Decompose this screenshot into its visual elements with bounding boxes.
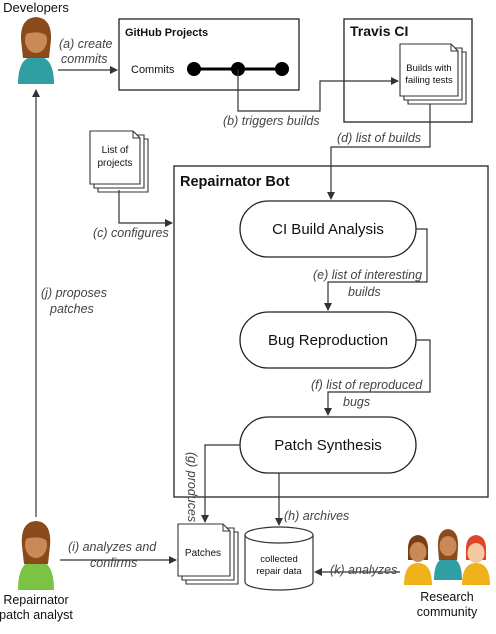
edge-j-label-1: (j) proposes	[41, 286, 107, 300]
github-projects-title: GitHub Projects	[125, 27, 208, 39]
edge-f-label-1: (f) list of reproduced	[311, 378, 423, 392]
list-of-projects-doc-stack	[89, 130, 149, 193]
edge-i-label-2: confirms	[90, 556, 137, 570]
edge-e-label-1: (e) list of interesting	[313, 268, 422, 282]
edge-e-label-2: builds	[348, 285, 381, 299]
developers-label: Developers	[3, 0, 69, 15]
list-of-projects-label-2: projects	[97, 158, 132, 169]
edge-i-label-1: (i) analyzes and	[68, 540, 157, 554]
edge-h-label: (h) archives	[284, 509, 349, 523]
patches-label: Patches	[185, 548, 221, 559]
edge-d-label: (d) list of builds	[337, 131, 421, 145]
edge-d-arrow	[327, 104, 431, 200]
edge-g-label: (g) produces	[185, 452, 199, 522]
edge-g-arrow	[201, 444, 240, 523]
collected-repair-data-cylinder	[244, 526, 314, 591]
patch-analyst-avatar	[18, 521, 54, 590]
edge-j-label-2: patches	[49, 302, 94, 316]
ci-build-analysis-label: CI Build Analysis	[272, 221, 384, 238]
travis-ci-title: Travis CI	[350, 23, 408, 39]
edge-b-arrow	[237, 69, 399, 112]
collected-label-2: repair data	[256, 566, 302, 577]
edge-a-label-1: (a) create	[59, 37, 113, 51]
commit-dot	[187, 62, 201, 76]
github-projects-box	[118, 18, 300, 91]
research-community-avatars	[404, 529, 490, 585]
builds-failing-label-2: failing tests	[405, 75, 453, 86]
research-label-1: Research	[420, 590, 474, 604]
builds-failing-label-1: Builds with	[406, 63, 451, 74]
edge-c-label: (c) configures	[93, 226, 169, 240]
bug-reproduction-label: Bug Reproduction	[268, 332, 388, 349]
edge-c-arrow	[118, 190, 173, 227]
commit-dot	[275, 62, 289, 76]
builds-failing-doc-stack	[399, 43, 467, 105]
edge-f-arrow	[324, 339, 431, 416]
developer-avatar	[18, 17, 54, 84]
edge-k-label: (k) analyzes	[330, 563, 397, 577]
patch-synthesis-label: Patch Synthesis	[274, 437, 382, 454]
list-of-projects-label-1: List of	[102, 145, 129, 156]
edge-a-label-2: commits	[61, 52, 108, 66]
analyst-label-2: patch analyst	[0, 608, 73, 622]
edge-e-arrow	[324, 228, 428, 311]
collected-label-1: collected	[260, 554, 298, 565]
commits-label: Commits	[131, 64, 175, 76]
edge-f-label-2: bugs	[343, 395, 370, 409]
edge-b-label: (b) triggers builds	[223, 114, 320, 128]
research-label-2: community	[417, 605, 478, 619]
patches-doc-stack	[177, 523, 239, 585]
repairnator-bot-title: Repairnator Bot	[180, 174, 290, 190]
analyst-label-1: Repairnator	[3, 593, 68, 607]
